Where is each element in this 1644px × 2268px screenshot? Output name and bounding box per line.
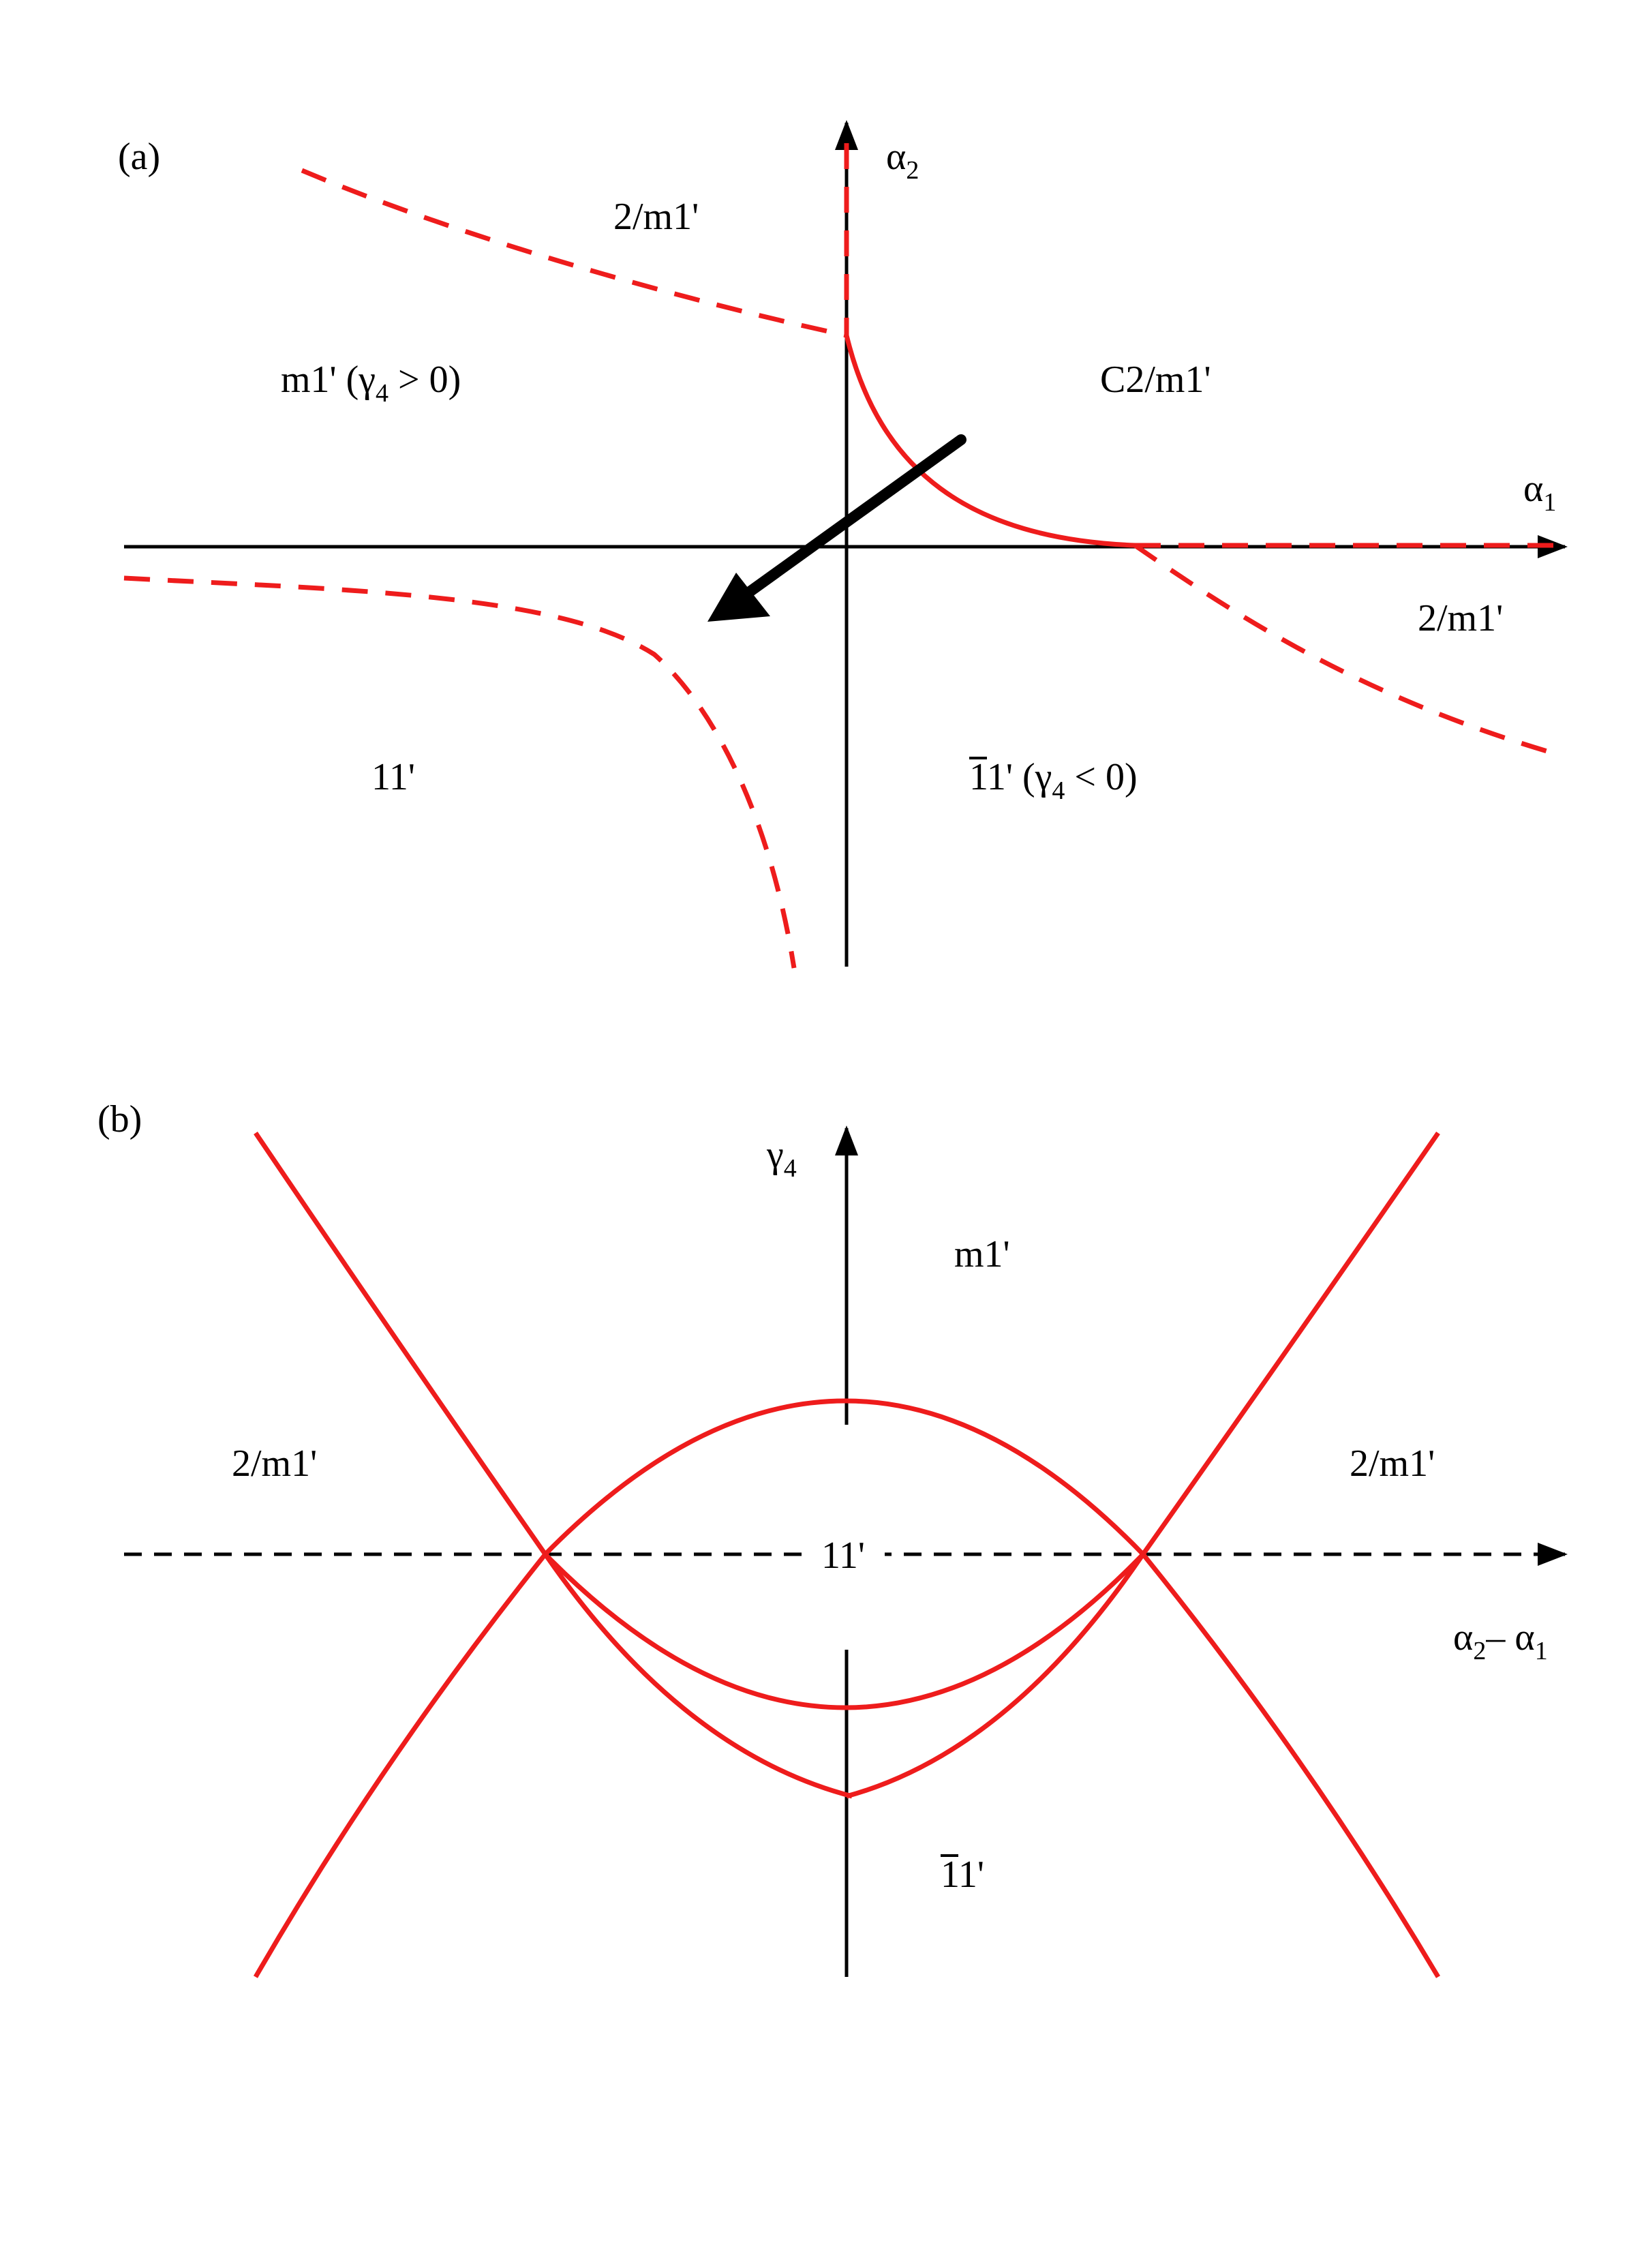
panel-b-boundaries [253, 1132, 1441, 1978]
region-a-upper-left-label: m1' (γ4 > 0) [281, 359, 461, 408]
region-b-right-label: 2/m1' [1350, 1442, 1435, 1485]
boundary-left-outer-low [253, 1552, 547, 1978]
panel-a-y-axis-label: α2 [886, 136, 919, 185]
boundary-lower-cup [543, 1552, 1145, 1710]
boundary-solid-hyperbola [844, 335, 1136, 548]
panel-b: (b) γ4 α2– α1 m1' 2/m1' 2/m1' 11' 11' [97, 1098, 1568, 1978]
panel-b-tag: (b) [97, 1098, 142, 1140]
region-a-upper-right-label: C2/m1' [1100, 359, 1211, 401]
svg-text:11': 11' [941, 1854, 984, 1896]
boundary-right-rising [846, 1132, 1440, 1799]
region-b-left-label: 2/m1' [232, 1442, 317, 1485]
region-a-lower-left-label: 11' [371, 756, 415, 798]
boundary-dashed-lower-left [123, 575, 797, 969]
boundary-left-descending [254, 1132, 853, 1799]
region-b-top-label: m1' [954, 1233, 1010, 1275]
region-b-bottom-label: 11' [941, 1854, 984, 1896]
boundary-upper-cap [543, 1398, 1145, 1556]
diagonal-arrow-icon [707, 434, 966, 622]
region-b-center-label: 11' [821, 1534, 865, 1577]
region-a-right-label: 2/m1' [1418, 597, 1503, 639]
panel-a-boundaries [123, 143, 1555, 969]
center-label-backdrop [810, 1528, 885, 1576]
panel-a: (a) α2 α1 2/m1' m1' (γ4 > 0) C2/m1' 2/m1… [118, 120, 1568, 969]
panel-a-x-axis-label: α1 [1523, 468, 1556, 517]
region-a-top-label: 2/m1' [613, 196, 699, 238]
boundary-dashed-upper-left [301, 168, 847, 338]
boundary-right-outer-low [1141, 1552, 1441, 1978]
boundary-dashed-lower-right [1133, 543, 1555, 756]
svg-text:11' (γ4 < 0): 11' (γ4 < 0) [969, 756, 1138, 805]
panel-b-y-axis-label: γ4 [766, 1134, 797, 1183]
panel-b-x-axis-label: α2– α1 [1453, 1616, 1548, 1665]
region-a-lower-right-label: 11' (γ4 < 0) [969, 756, 1138, 805]
panel-a-tag: (a) [118, 136, 160, 178]
